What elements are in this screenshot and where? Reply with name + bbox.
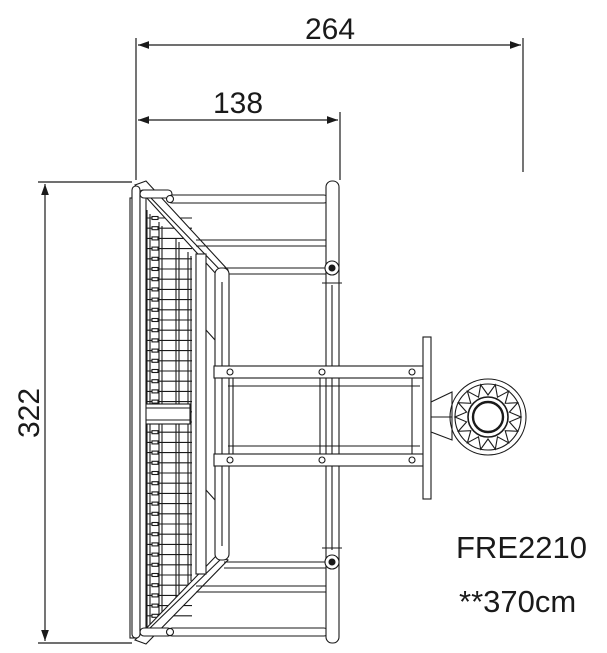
middle-deck xyxy=(213,365,427,467)
dimension-height: 322 xyxy=(13,181,132,644)
climbing-frame xyxy=(129,180,527,645)
basketball-hoop xyxy=(449,378,527,456)
dimension-label-overall-width: 264 xyxy=(305,13,355,46)
dimension-inner-width: 138 xyxy=(138,87,341,180)
product-code: FRE2210 xyxy=(456,530,587,565)
diagonal-beams xyxy=(134,180,229,645)
dimension-label-inner-width: 138 xyxy=(213,87,263,120)
net-rungs xyxy=(141,215,192,618)
product-size-note: **370cm xyxy=(459,584,576,619)
right-post xyxy=(322,180,342,644)
dimension-overall-width: 264 xyxy=(135,13,524,180)
inner-posts xyxy=(195,253,230,575)
left-posts xyxy=(131,185,147,639)
top-rails xyxy=(139,189,329,275)
bottom-rails xyxy=(139,561,329,637)
dimension-label-height: 322 xyxy=(13,388,46,438)
basketball-backboard xyxy=(422,336,453,500)
